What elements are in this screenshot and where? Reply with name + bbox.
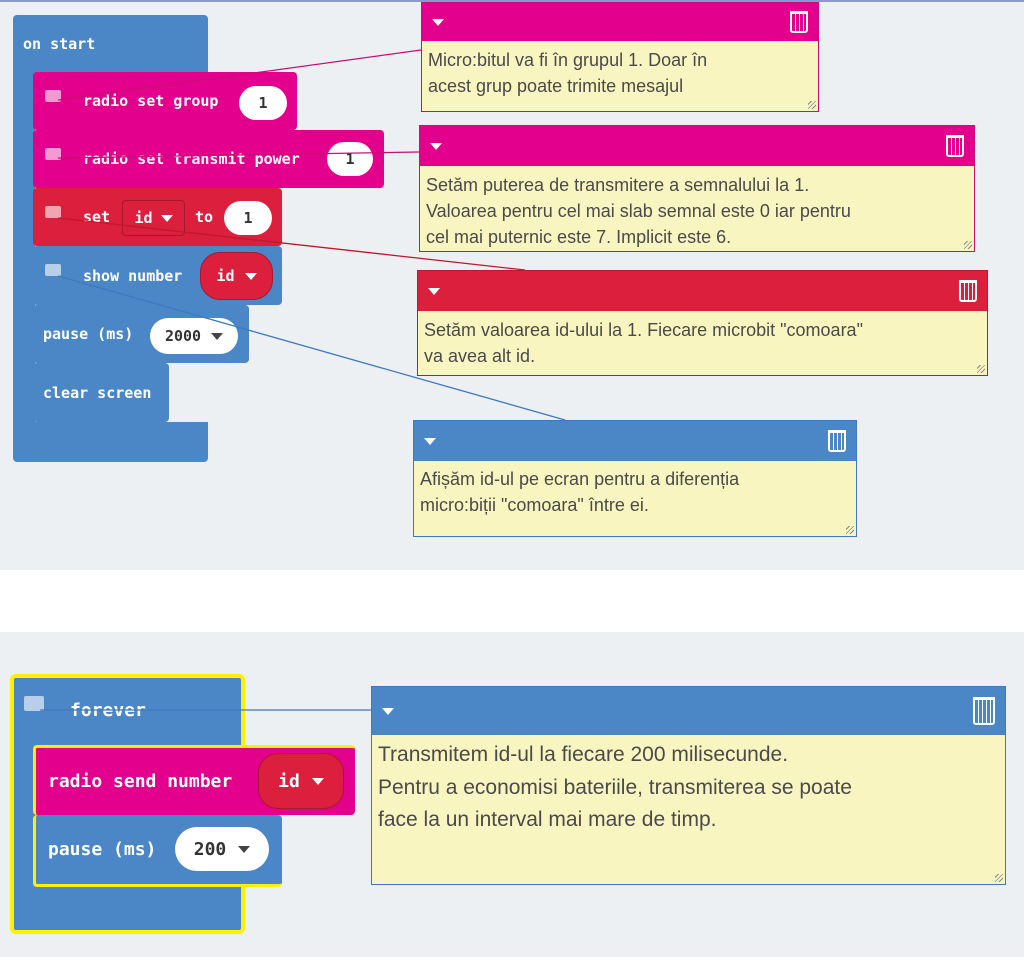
- collapse-icon[interactable]: [424, 437, 436, 445]
- radio-send-number-block[interactable]: radio send number id: [33, 745, 355, 815]
- comment-forever[interactable]: Transmitem id-ul la fiecare 200 milisecu…: [371, 686, 1006, 885]
- comment-line: cel mai puternic este 7. Implicit este 6…: [426, 227, 732, 248]
- set-variable-block[interactable]: set id to 1: [33, 188, 282, 246]
- pause-value-dropdown[interactable]: 2000: [150, 318, 238, 354]
- set-label: set: [83, 208, 111, 226]
- pause-value: 2000: [164, 327, 202, 345]
- on-start-label: on start: [23, 35, 96, 53]
- power-value-input[interactable]: 1: [327, 142, 373, 176]
- comment-line: va avea alt id.: [424, 346, 536, 367]
- comment-show-number[interactable]: Afișăm id-ul pe ecran pentru a diferenți…: [413, 420, 857, 537]
- dropdown-arrow-icon: [160, 214, 173, 222]
- block-label: pause (ms): [48, 839, 157, 860]
- dropdown-arrow-icon: [238, 845, 251, 853]
- resize-handle[interactable]: [808, 101, 816, 109]
- variable-name: id: [216, 267, 235, 285]
- block-label: radio send number: [48, 771, 233, 792]
- pause-value: 200: [193, 838, 227, 860]
- collapse-icon[interactable]: [432, 18, 444, 26]
- comment-line: acest grup poate trimite mesajul: [428, 76, 684, 97]
- block-label: show number: [83, 266, 183, 285]
- resize-handle[interactable]: [977, 365, 985, 373]
- block-label: radio set transmit power: [83, 150, 300, 168]
- comment-icon[interactable]: [45, 264, 61, 276]
- block-label: clear screen: [43, 383, 152, 402]
- comment-set-id[interactable]: Setăm valoarea id-ului la 1. Fiecare mic…: [417, 270, 988, 376]
- variable-name: id: [278, 770, 300, 792]
- comment-line: Setăm puterea de transmitere a semnalulu…: [426, 175, 810, 195]
- radio-set-transmit-power-block[interactable]: radio set transmit power 1: [33, 130, 384, 188]
- resize-handle[interactable]: [964, 241, 972, 249]
- comment-line: Valoarea pentru cel mai slab semnal este…: [426, 201, 851, 222]
- comment-line: Transmitem id-ul la fiecare 200 milisecu…: [378, 743, 789, 766]
- variable-name: id: [134, 209, 153, 227]
- comment-line: Pentru a economisi bateriile, transmiter…: [378, 775, 852, 799]
- to-label: to: [195, 208, 214, 226]
- comment-line: Afișăm id-ul pe ecran pentru a diferenți…: [420, 469, 740, 489]
- comment-transmit-power[interactable]: Setăm puterea de transmitere a semnalulu…: [419, 125, 975, 252]
- forever-label: forever: [70, 700, 146, 721]
- variable-dropdown[interactable]: id: [200, 252, 273, 300]
- pause-block[interactable]: pause (ms) 2000: [33, 305, 249, 363]
- trash-icon[interactable]: [959, 280, 977, 302]
- dropdown-arrow-icon: [244, 272, 257, 280]
- comment-line: face la un interval mai mare de timp.: [378, 808, 717, 832]
- group-value-input[interactable]: 1: [239, 86, 287, 120]
- comment-icon[interactable]: [45, 206, 61, 218]
- trash-icon[interactable]: [946, 135, 964, 157]
- resize-handle[interactable]: [995, 874, 1003, 882]
- collapse-icon[interactable]: [428, 287, 440, 295]
- comment-icon[interactable]: [45, 90, 61, 102]
- collapse-icon[interactable]: [382, 707, 394, 715]
- block-label: radio set group: [83, 92, 219, 110]
- collapse-icon[interactable]: [430, 142, 442, 150]
- variable-dropdown[interactable]: id: [258, 753, 344, 809]
- variable-dropdown[interactable]: id: [122, 200, 185, 236]
- set-value-input[interactable]: 1: [224, 201, 272, 235]
- comment-line: Setăm valoarea id-ului la 1. Fiecare mic…: [424, 320, 863, 340]
- comment-line: Micro:bitul va fi în grupul 1. Doar în: [428, 50, 708, 70]
- show-number-block[interactable]: show number id: [33, 246, 282, 305]
- trash-icon[interactable]: [790, 11, 808, 33]
- trash-icon[interactable]: [828, 430, 846, 452]
- trash-icon[interactable]: [973, 697, 995, 725]
- resize-handle[interactable]: [846, 526, 854, 534]
- pause-value-dropdown[interactable]: 200: [175, 827, 269, 871]
- dropdown-arrow-icon: [311, 777, 324, 785]
- comment-icon[interactable]: [45, 148, 61, 160]
- pause-block[interactable]: pause (ms) 200: [33, 815, 282, 887]
- radio-set-group-block[interactable]: radio set group 1: [33, 72, 297, 130]
- comment-line: micro:biții "comoara" între ei.: [420, 495, 649, 516]
- comment-icon[interactable]: [24, 696, 44, 711]
- block-label: pause (ms): [43, 325, 134, 343]
- dropdown-arrow-icon: [211, 332, 224, 340]
- clear-screen-block[interactable]: clear screen: [33, 363, 169, 422]
- comment-radio-group[interactable]: Micro:bitul va fi în grupul 1. Doar în ac…: [421, 2, 819, 112]
